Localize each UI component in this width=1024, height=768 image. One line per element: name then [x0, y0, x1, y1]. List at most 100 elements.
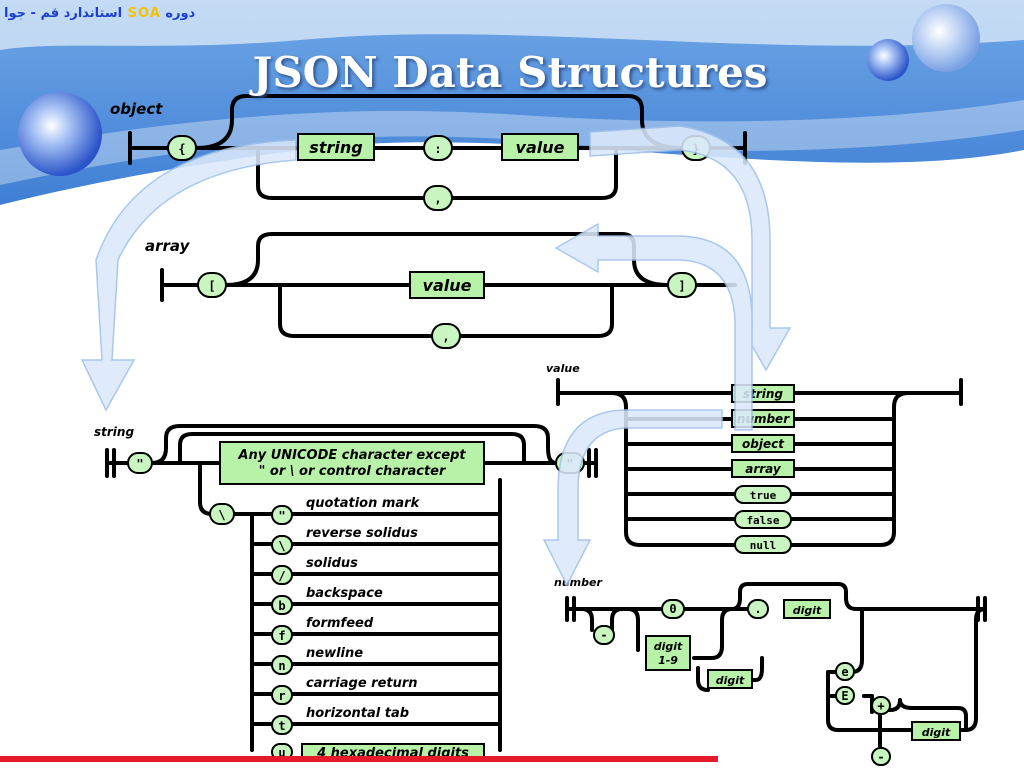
- number-minus-text: -: [600, 628, 607, 642]
- value-option-box: [731, 459, 795, 478]
- string-quote-open-text: ": [136, 457, 143, 471]
- arrow-object-to-string: [80, 139, 297, 412]
- string-backslash-pill: [209, 503, 235, 525]
- number-exponent-digit-text: digit: [922, 726, 951, 739]
- escape-desc: reverse solidus: [306, 526, 418, 541]
- array-open-pill: [197, 272, 227, 298]
- value-literal-pill: [734, 535, 792, 554]
- object-comma-pill: [423, 185, 453, 211]
- array-diagram: array [ value ] ,: [145, 237, 697, 349]
- number-dot-pill: [747, 599, 769, 619]
- value-diagram: value string number object array true fa…: [546, 362, 795, 554]
- number-label: number: [554, 576, 602, 589]
- string-diagram: string " " Any UNICODE character except …: [94, 425, 585, 761]
- object-colon-pill: [423, 135, 453, 161]
- escape-char: \: [278, 539, 285, 553]
- string-escape-item: f formfeed: [271, 616, 374, 645]
- number-fraction-digit-text: digit: [793, 604, 822, 617]
- string-any-char-line1: Any UNICODE character except: [237, 448, 466, 463]
- bottom-accent-bar: [0, 756, 718, 762]
- header-part4: - جوا: [4, 6, 36, 21]
- number-minus-pill: [593, 625, 615, 645]
- object-value-text: value: [516, 138, 565, 157]
- value-literal-text: false: [746, 514, 779, 527]
- object-open-pill: [167, 135, 197, 161]
- number-minus2-pill: [871, 747, 891, 766]
- header-part1: دوره: [165, 6, 196, 21]
- string-escape-item: \ reverse solidus: [271, 526, 418, 555]
- header-part3: استاندارد قم: [40, 6, 123, 21]
- decor-orb-small: [867, 39, 909, 81]
- string-escape-item: / solidus: [271, 556, 358, 585]
- number-e-lower-text: e: [841, 665, 848, 679]
- array-close-pill: [667, 272, 697, 298]
- object-key-box: [297, 133, 375, 161]
- escape-char: f: [278, 629, 285, 643]
- escape-char: ": [278, 509, 285, 523]
- escape-desc: backspace: [306, 586, 383, 601]
- object-value-box: [501, 133, 579, 161]
- decor-orb-left: [18, 92, 102, 176]
- array-label: array: [145, 237, 191, 255]
- escape-desc: formfeed: [306, 616, 374, 631]
- string-escape-item: b backspace: [271, 586, 383, 615]
- number-e-lower-pill: [835, 662, 855, 681]
- object-comma-text: ,: [434, 192, 441, 206]
- number-digit-box: [707, 669, 753, 689]
- arrow-value-to-number: [542, 409, 723, 587]
- object-key-text: string: [309, 138, 362, 157]
- array-comma-text: ,: [442, 330, 449, 344]
- number-e-upper-pill: [835, 686, 855, 705]
- array-comma-pill: [431, 323, 461, 349]
- string-any-char-line2: " or \ or control character: [259, 464, 447, 479]
- object-diagram: object { string : value } ,: [110, 100, 711, 211]
- escape-char: /: [278, 569, 285, 583]
- string-escape-item: n newline: [271, 646, 363, 675]
- string-escape-item: " quotation mark: [271, 496, 421, 525]
- value-label: value: [546, 362, 580, 375]
- string-any-char-box: [219, 441, 485, 485]
- value-literal-text: true: [750, 489, 777, 502]
- arrow-object-to-value: [589, 125, 792, 372]
- array-open-text: [: [208, 279, 215, 293]
- number-fraction-digit-box: [783, 599, 831, 619]
- array-value-box: [409, 271, 485, 299]
- flow-arrows: [80, 125, 792, 587]
- escape-char: n: [278, 659, 285, 673]
- escape-char: t: [278, 719, 285, 733]
- string-quote-open-pill: [127, 452, 153, 474]
- value-option-box: [731, 434, 795, 453]
- escape-char: u: [278, 746, 285, 760]
- string-escape-item: t horizontal tab: [271, 706, 409, 735]
- string-label: string: [94, 425, 134, 439]
- number-dot-text: .: [754, 602, 761, 616]
- value-option-text: string: [743, 387, 783, 401]
- escape-desc: carriage return: [306, 676, 418, 691]
- value-literal-pill: [734, 510, 792, 529]
- number-digit19-line1: digit: [654, 640, 683, 653]
- object-open-text: {: [178, 142, 185, 156]
- number-zero-text: 0: [669, 602, 676, 616]
- escape-desc: solidus: [306, 556, 358, 571]
- number-minus2-text: -: [877, 750, 884, 764]
- escape-desc: newline: [306, 646, 363, 661]
- object-label: object: [110, 100, 163, 118]
- number-exponent-digit-box: [911, 721, 961, 741]
- number-digit-text: digit: [716, 674, 745, 687]
- number-digit19-line2: 1-9: [658, 654, 678, 667]
- value-option-text: object: [742, 437, 785, 451]
- array-close-text: ]: [678, 279, 685, 293]
- array-value-text: value: [423, 276, 472, 295]
- slide-title: JSON Data Structures: [252, 48, 768, 97]
- escape-desc: quotation mark: [306, 496, 421, 511]
- value-option-text: array: [745, 462, 782, 476]
- string-escape-item: r carriage return: [271, 676, 418, 705]
- number-diagram: number - 0 digit 1-9 digit . digit e E +…: [554, 576, 961, 766]
- number-plus-text: +: [877, 699, 884, 713]
- header-part2: SOA: [127, 6, 161, 21]
- escape-char: b: [278, 599, 285, 613]
- object-colon-text: :: [434, 142, 441, 156]
- arrow-value-to-array: [554, 222, 753, 431]
- number-plus-pill: [871, 696, 891, 715]
